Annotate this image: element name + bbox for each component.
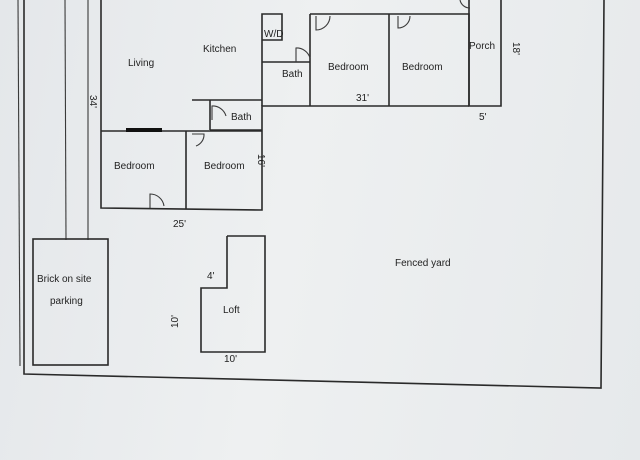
- house-left-wall: [100, 0, 469, 211]
- door-porch: [459, 0, 471, 9]
- label-kitchen: Kitchen: [203, 44, 236, 55]
- dim-house-depth: 34': [87, 95, 98, 108]
- driveway-line-left: [64, 0, 67, 241]
- label-loft: Loft: [223, 305, 240, 316]
- parking-box: [32, 238, 109, 366]
- label-bedroom-1: Bedroom: [328, 62, 369, 73]
- porch-walls: [468, 0, 502, 107]
- inner-boundary-line: [17, 0, 21, 367]
- label-bath-upper: Bath: [282, 69, 303, 80]
- label-porch: Porch: [469, 41, 495, 52]
- label-bedroom-2: Bedroom: [402, 62, 443, 73]
- dim-loft-width: 10': [224, 354, 237, 365]
- dim-bedroom-wing: 31': [356, 93, 369, 104]
- dim-loft-notch: 4': [207, 271, 215, 282]
- dim-house-width: 25': [173, 219, 186, 230]
- label-living: Living: [128, 58, 154, 69]
- door-bedroom-3: [192, 133, 205, 147]
- label-bedroom-3: Bedroom: [114, 161, 155, 172]
- dim-bedroom-right: 16': [255, 154, 266, 167]
- property-boundary: [23, 0, 605, 389]
- label-parking-line2: parking: [50, 296, 83, 307]
- label-bedroom-4: Bedroom: [204, 161, 245, 172]
- dim-loft-depth: 10': [170, 315, 181, 328]
- door-bath-upper: [295, 47, 311, 62]
- label-bath-lower: Bath: [231, 112, 252, 123]
- door-bedroom-4: [149, 193, 165, 208]
- label-wd: W/D: [264, 29, 283, 40]
- dim-porch-width: 18': [510, 42, 521, 55]
- dim-porch-depth: 5': [479, 112, 487, 123]
- label-parking-line1: Brick on site: [37, 274, 92, 285]
- door-bedroom-1: [315, 15, 331, 31]
- door-bedroom-2: [397, 15, 411, 29]
- label-fenced-yard: Fenced yard: [395, 258, 451, 269]
- wd-walls: [261, 13, 283, 106]
- loft-outline: [200, 235, 266, 353]
- door-bath-lower: [211, 105, 227, 120]
